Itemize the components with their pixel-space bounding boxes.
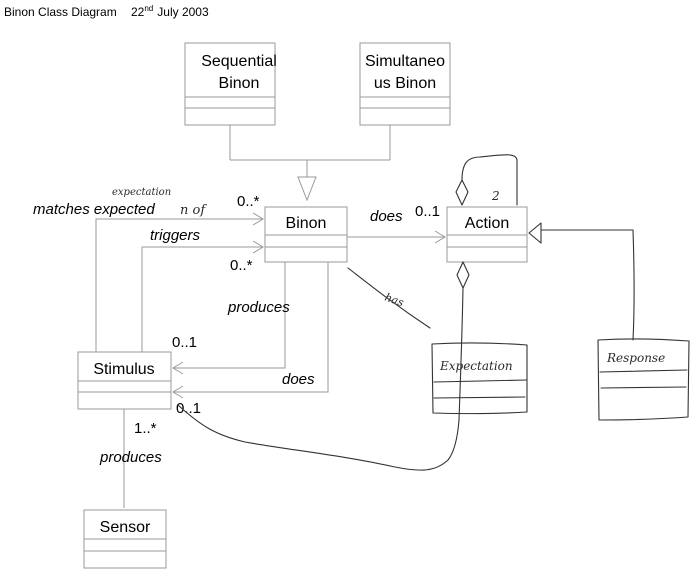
svg-text:2: 2 bbox=[491, 189, 500, 203]
svg-text:produces: produces bbox=[227, 299, 290, 316]
association-triggers: triggers 0..* bbox=[141, 227, 264, 352]
svg-text:does: does bbox=[282, 371, 315, 388]
svg-text:0..*: 0..* bbox=[237, 193, 260, 210]
svg-text:0..1: 0..1 bbox=[176, 400, 201, 417]
class-stimulus[interactable]: Stimulus bbox=[77, 351, 172, 410]
svg-text:Binon: Binon bbox=[286, 215, 327, 232]
class-binon[interactable]: Binon bbox=[264, 206, 348, 263]
svg-text:0..*: 0..* bbox=[230, 257, 253, 274]
svg-text:0..1: 0..1 bbox=[172, 334, 197, 351]
association-action-does-stimulus: does 0..1 bbox=[172, 262, 329, 417]
svg-text:matches expected: matches expected bbox=[33, 201, 155, 218]
svg-text:Response: Response bbox=[606, 351, 665, 365]
handwritten-annotations: expectation n of has bbox=[112, 187, 431, 329]
svg-text:Stimulus: Stimulus bbox=[93, 361, 154, 378]
association-sensor-produces: 1..* produces bbox=[99, 409, 162, 508]
svg-text:us Binon: us Binon bbox=[374, 75, 436, 92]
svg-text:Sequential: Sequential bbox=[201, 53, 277, 70]
svg-text:Action: Action bbox=[465, 215, 509, 232]
svg-text:expectation: expectation bbox=[112, 187, 171, 198]
association-produces-stimulus: produces 0..1 bbox=[172, 262, 290, 375]
class-sequential-binon[interactable]: Sequential Binon bbox=[184, 42, 277, 126]
svg-text:Binon: Binon bbox=[219, 75, 260, 92]
svg-text:1..*: 1..* bbox=[134, 420, 157, 437]
svg-text:n of: n of bbox=[180, 203, 207, 218]
diagram-title: Binon Class Diagram bbox=[4, 5, 117, 19]
class-response-handwritten[interactable]: Response bbox=[528, 222, 690, 421]
svg-text:does: does bbox=[370, 208, 403, 225]
class-sensor[interactable]: Sensor bbox=[83, 509, 167, 569]
svg-text:Simultaneo: Simultaneo bbox=[365, 53, 445, 70]
class-action[interactable]: Action bbox=[446, 206, 528, 263]
generalization-arrowhead bbox=[297, 176, 317, 202]
class-expectation-handwritten[interactable]: Expectation bbox=[431, 342, 528, 415]
association-matches-expected: matches expected 0..* bbox=[33, 193, 264, 352]
svg-text:triggers: triggers bbox=[150, 227, 201, 244]
svg-text:has: has bbox=[383, 291, 406, 310]
svg-text:Sensor: Sensor bbox=[100, 519, 151, 536]
svg-text:0..1: 0..1 bbox=[415, 203, 440, 220]
action-self-aggregation: 2 bbox=[455, 154, 518, 206]
action-aggregation-curve bbox=[177, 261, 470, 471]
class-simultaneous-binon[interactable]: Simultaneo us Binon bbox=[359, 42, 451, 126]
association-binon-does-action: does 0..1 bbox=[347, 203, 446, 244]
svg-text:Expectation: Expectation bbox=[439, 359, 513, 373]
svg-text:produces: produces bbox=[99, 449, 162, 466]
generalization-connector bbox=[229, 125, 391, 202]
